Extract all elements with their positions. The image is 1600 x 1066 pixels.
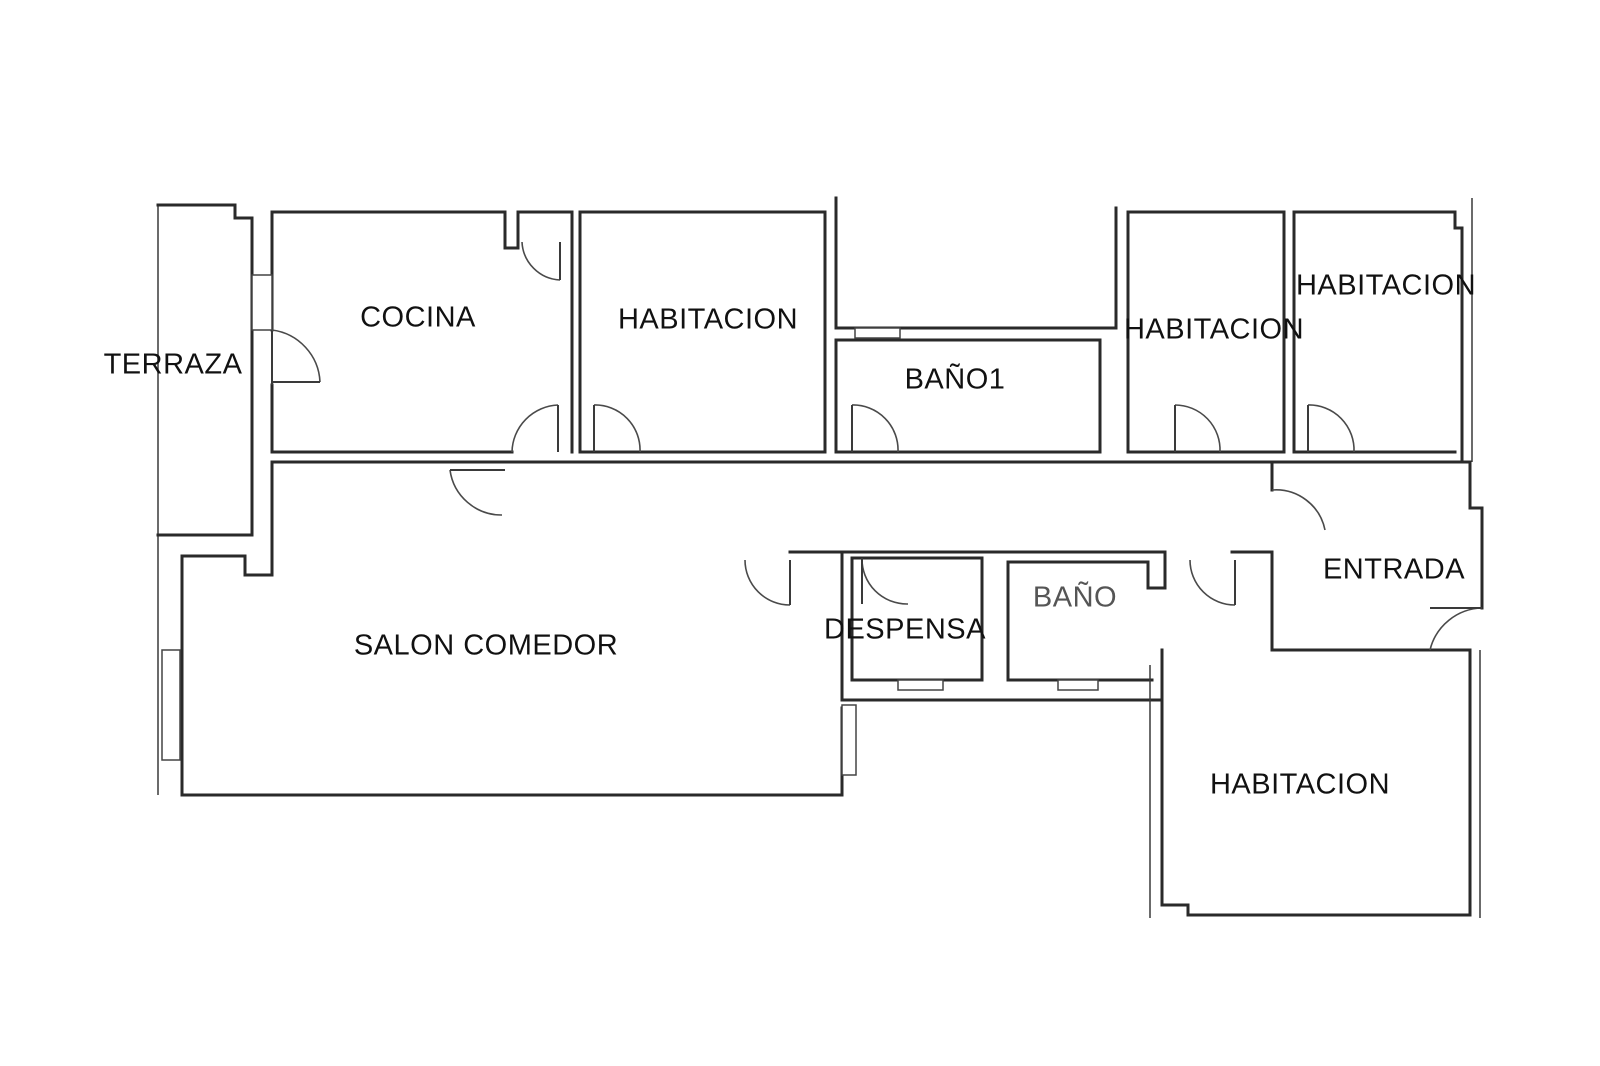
room-label-habitacion-1: HABITACION — [617, 303, 799, 336]
doors — [271, 241, 1483, 651]
bathroom-walls — [1006, 550, 1167, 691]
bedroom-2-walls — [1126, 210, 1286, 454]
bath-window — [1057, 679, 1099, 691]
bedroom-4-walls — [1149, 648, 1481, 918]
kitchen-window — [251, 274, 273, 331]
watermark-line-1 — [20, 360, 87, 636]
living-window-left — [161, 649, 181, 761]
bath1-window — [854, 327, 901, 339]
room-label-habitacion-3: HABITACION — [1295, 269, 1477, 302]
room-label-habitacion-2: HABITACION — [1123, 313, 1305, 346]
room-label-cocina: COCINA — [360, 301, 476, 334]
room-label-despensa: DESPENSA — [824, 613, 986, 646]
terrace-walls — [156, 203, 254, 540]
living-window-right — [841, 704, 857, 776]
room-label-habitacion-4: HABITACION — [1209, 768, 1391, 801]
pantry-walls — [850, 556, 984, 691]
bedroom-1-walls — [578, 210, 827, 454]
living-room-walls — [157, 460, 1164, 797]
room-label-entrada: ENTRADA — [1322, 553, 1466, 586]
kitchen-walls — [251, 210, 574, 454]
room-label-salon-comedor: SALON COMEDOR — [353, 629, 619, 662]
bathroom-1-walls — [834, 196, 1118, 454]
pantry-window — [897, 679, 944, 691]
room-label-bano: BAÑO — [1032, 581, 1118, 614]
bedroom-3-walls — [1292, 198, 1473, 464]
room-label-bano1: BAÑO1 — [904, 363, 1006, 396]
room-label-terraza: TERRAZA — [103, 348, 243, 381]
